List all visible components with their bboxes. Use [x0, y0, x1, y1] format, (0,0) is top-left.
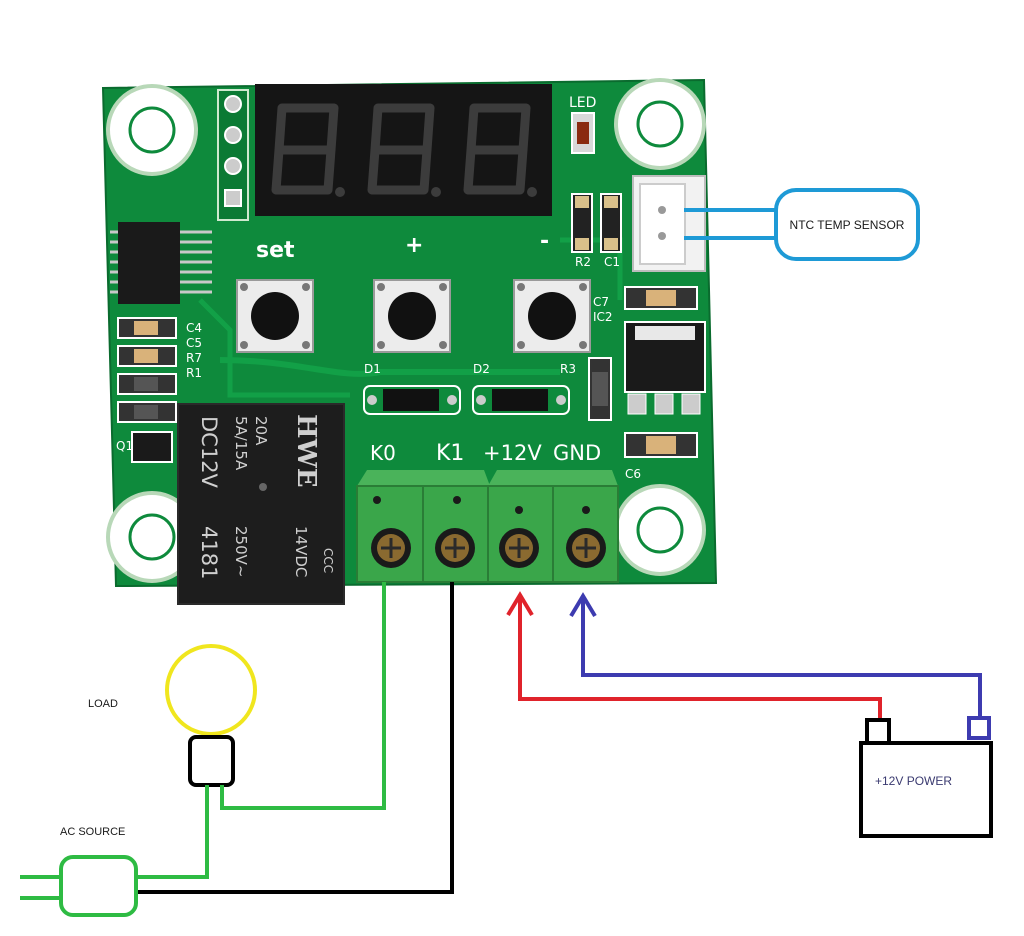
relay-spec-4: 14VDC — [292, 526, 310, 577]
r3-label: R3 — [560, 362, 576, 376]
load-label: LOAD — [88, 698, 118, 710]
load-ac-wire — [136, 785, 209, 879]
load-circuit: LOAD AC SOURCE — [20, 582, 454, 917]
k0-load-wire — [220, 582, 386, 810]
relay-model-2: 4181 — [197, 526, 221, 579]
digit-2 — [367, 103, 435, 195]
smd-c7 — [624, 286, 698, 310]
terminal-screw-k1[interactable] — [435, 528, 475, 568]
set-button[interactable] — [236, 279, 314, 353]
load-socket — [188, 735, 235, 787]
pcb-trace — [198, 298, 350, 398]
ac-plug — [59, 855, 138, 917]
ground-wire — [581, 597, 982, 718]
ic-chip — [110, 222, 212, 304]
set-button-label: set — [256, 238, 295, 263]
load-bulb — [165, 644, 257, 736]
ac-source-label: AC SOURCE — [60, 826, 125, 838]
diode-d2 — [472, 385, 570, 415]
d1-label: D1 — [364, 362, 381, 376]
terminal-label-12v: +12V — [483, 441, 542, 465]
battery-negative-terminal — [967, 716, 991, 740]
terminal-screw-k0[interactable] — [371, 528, 411, 568]
voltage-regulator — [624, 321, 706, 415]
ntc-sensor: NTC TEMP SENSOR — [684, 188, 920, 261]
led-label: LED — [569, 95, 596, 111]
terminal-label-k0: K0 — [370, 441, 396, 465]
terminal-screw-gnd[interactable] — [566, 528, 606, 568]
r1-label: R1 — [186, 366, 202, 380]
minus-button[interactable] — [513, 279, 591, 353]
header-pins — [217, 89, 249, 221]
relay-model-1: DC12V — [197, 416, 221, 489]
ntc-sensor-label: NTC TEMP SENSOR — [790, 218, 905, 232]
relay-spec-2: 5A/15A — [232, 416, 250, 471]
thermostat-board: LED R2 C1 — [101, 78, 718, 605]
power-label: +12V POWER — [875, 774, 952, 788]
c5-label: C5 — [186, 336, 202, 350]
plus-button[interactable] — [373, 279, 451, 353]
status-led — [571, 112, 595, 154]
smd-left-column — [117, 317, 177, 463]
d2-label: D2 — [473, 362, 490, 376]
smd-r2 — [571, 193, 593, 253]
power-circuit: +12V POWER — [506, 591, 993, 838]
terminal-label-k1: K1 — [436, 441, 464, 466]
sensor-connector — [632, 175, 706, 272]
relay-spec-3: 250V~ — [232, 526, 250, 577]
digit-1 — [271, 103, 339, 195]
plus-button-label: + — [405, 233, 423, 258]
terminal-label-gnd: GND — [553, 441, 601, 465]
mounting-hole — [614, 78, 706, 170]
positive-arrowhead — [506, 591, 534, 617]
positive-wire — [518, 597, 882, 720]
c4-label: C4 — [186, 321, 202, 335]
c6-label: C6 — [625, 467, 641, 481]
pcb-trace — [219, 357, 560, 377]
terminal-block-power — [487, 470, 619, 583]
relay-brand: HWE — [291, 414, 321, 488]
ntc-sensor-box — [774, 188, 920, 261]
smd-r3 — [588, 357, 612, 421]
ground-arrowhead — [569, 592, 597, 618]
relay-cert: CCC — [321, 548, 335, 573]
c1-label: C1 — [604, 255, 620, 269]
battery-positive-terminal — [865, 718, 891, 745]
mounting-hole — [106, 84, 198, 176]
ic2-label: IC2 — [593, 310, 613, 324]
q1-label: Q1 — [116, 439, 133, 453]
seven-segment-display — [255, 84, 552, 216]
battery — [859, 741, 993, 838]
terminal-screw-12v[interactable] — [499, 528, 539, 568]
c7-label: C7 — [593, 295, 609, 309]
relay: HWE 20A 5A/15A 250V~ 14VDC DC12V 4181 CC… — [177, 403, 345, 605]
terminal-block-relay — [356, 470, 490, 583]
relay-spec-1: 20A — [252, 416, 270, 446]
smd-c1 — [600, 193, 622, 253]
minus-button-label: - — [540, 229, 549, 254]
digit-3 — [463, 103, 531, 195]
k1-ac-wire — [136, 582, 454, 894]
mounting-hole — [614, 484, 706, 576]
r2-label: R2 — [575, 255, 591, 269]
r7-label: R7 — [186, 351, 202, 365]
smd-c6 — [624, 432, 698, 458]
diode-d1 — [363, 385, 461, 415]
